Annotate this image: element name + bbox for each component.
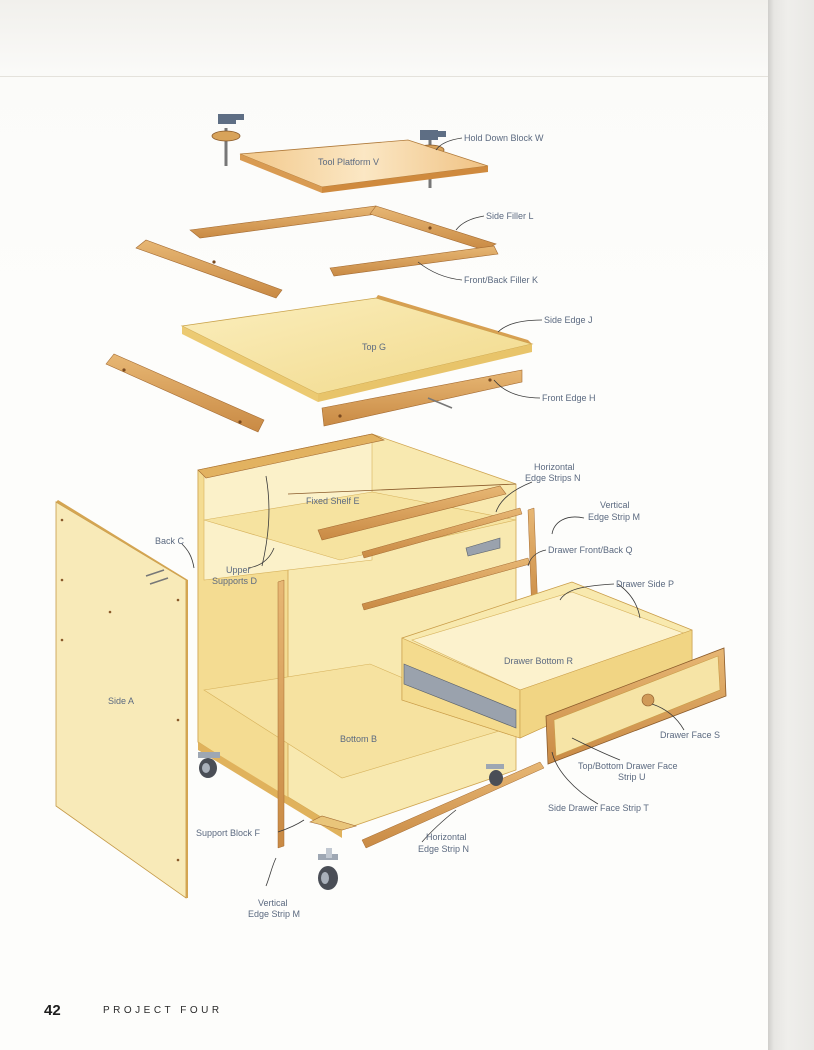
label-side-filler-l: Side Filler L (486, 211, 534, 221)
label-horizontal-edge-strip-n-lower-line2: Edge Strip N (418, 844, 469, 854)
page-number: 42 (44, 1002, 61, 1019)
side-edge-strip-left (105, 353, 265, 433)
drawer-face-s (545, 647, 727, 765)
drawer-slide-upper (465, 537, 501, 557)
fixed-shelf-edge-strip (317, 485, 507, 541)
label-upper-supports-d-line2: Supports D (212, 576, 258, 586)
side-a-panel (55, 500, 188, 899)
page-gutter (768, 0, 814, 1050)
label-tool-platform-v: Tool Platform V (318, 157, 379, 167)
label-hold-down-block-w: Hold Down Block W (464, 133, 544, 143)
label-vertical-edge-strip-m-lower-line2: Edge Strip M (248, 909, 300, 919)
label-back-c: Back C (155, 536, 185, 546)
front-back-filler-k (135, 239, 499, 299)
label-vertical-edge-strip-m-upper-line2: Edge Strip M (588, 512, 640, 522)
hold-down-block-left (211, 114, 244, 166)
label-support-block-f: Support Block F (196, 828, 261, 838)
label-upper-supports-d-line1: Upper (226, 565, 251, 575)
label-drawer-front-back-q: Drawer Front/Back Q (548, 545, 633, 555)
top-shadow-line (0, 76, 768, 77)
exploded-cabinet-diagram: Hold Down Block W Tool Platform V Side F… (55, 114, 727, 919)
caster-front-left (198, 752, 220, 778)
label-top-g: Top G (362, 342, 386, 352)
label-horizontal-edge-strip-n-lower-line1: Horizontal (426, 832, 467, 842)
label-front-back-filler-k: Front/Back Filler K (464, 275, 538, 285)
label-drawer-face-s: Drawer Face S (660, 730, 720, 740)
label-top-bottom-drawer-face-strip-u-line1: Top/Bottom Drawer Face (578, 761, 678, 771)
front-edge-h (321, 369, 523, 427)
vertical-edge-strip-m-lower (277, 579, 285, 849)
label-vertical-edge-strip-m-lower-line1: Vertical (258, 898, 288, 908)
label-drawer-side-p: Drawer Side P (616, 579, 674, 589)
caster-back-right (486, 764, 504, 786)
drawer-box (401, 581, 693, 739)
label-top-bottom-drawer-face-strip-u-line2: Strip U (618, 772, 646, 782)
label-side-edge-j: Side Edge J (544, 315, 593, 325)
label-drawer-bottom-r: Drawer Bottom R (504, 656, 574, 666)
label-vertical-edge-strip-m-upper-line1: Vertical (600, 500, 630, 510)
leader-lines (181, 137, 685, 887)
label-fixed-shelf-e: Fixed Shelf E (306, 496, 360, 506)
label-bottom-b: Bottom B (340, 734, 377, 744)
caster-loose (318, 848, 338, 890)
back-c-screws (145, 569, 169, 585)
running-head: PROJECT FOUR (103, 1005, 223, 1016)
label-horizontal-edge-strips-n-line1: Horizontal (534, 462, 575, 472)
label-horizontal-edge-strips-n-line2: Edge Strips N (525, 473, 581, 483)
part-labels: Hold Down Block W Tool Platform V Side F… (108, 133, 720, 919)
label-front-edge-h: Front Edge H (542, 393, 596, 403)
label-side-a: Side A (108, 696, 134, 706)
side-filler-l (189, 205, 497, 251)
tool-platform-v (239, 139, 489, 193)
support-block-f (309, 815, 358, 831)
top-g (180, 295, 534, 402)
label-side-drawer-face-strip-t: Side Drawer Face Strip T (548, 803, 649, 813)
